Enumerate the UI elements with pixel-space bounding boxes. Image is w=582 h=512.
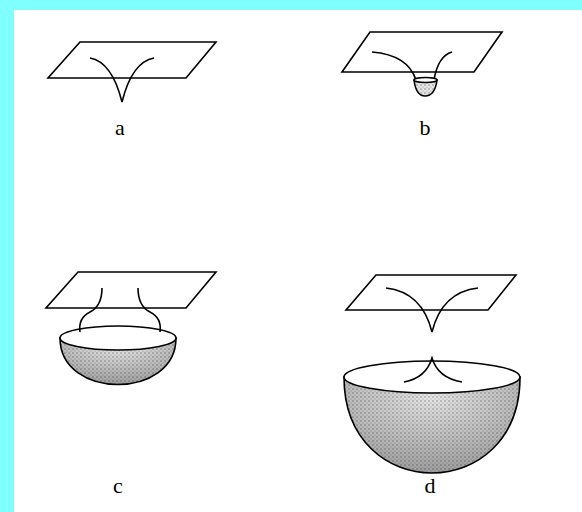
plane (48, 42, 216, 78)
cusp-curve (386, 288, 478, 332)
figure-letter: a (115, 117, 125, 139)
cap-rim (414, 78, 437, 83)
figure-letter: c (113, 475, 123, 497)
cusp-curve (90, 58, 154, 102)
neck-curve (80, 288, 161, 332)
plane (46, 272, 216, 308)
hemisphere-rim (344, 361, 520, 393)
figure-letter: d (425, 475, 436, 497)
cusp-curve (372, 52, 452, 80)
hemisphere-rim (60, 326, 176, 350)
inverted-cusp (404, 358, 462, 382)
plane (346, 275, 516, 310)
plane (342, 32, 502, 72)
figure-letter: b (420, 117, 431, 139)
